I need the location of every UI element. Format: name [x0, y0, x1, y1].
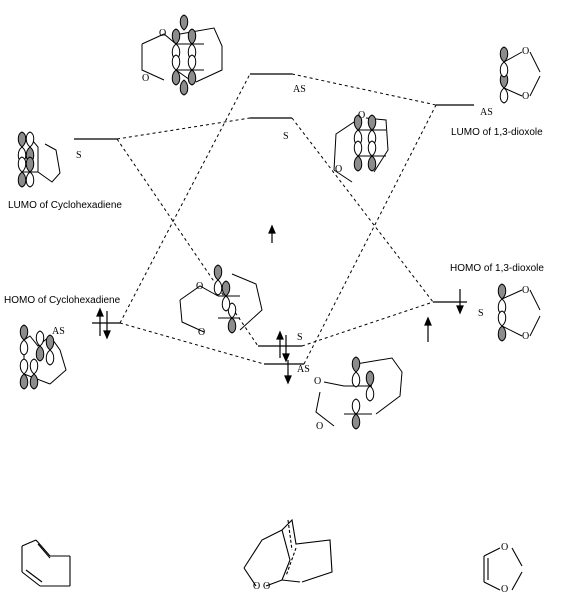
- correlation-line: [116, 138, 259, 347]
- symmetry-center-upper-as: AS: [293, 84, 306, 95]
- electron-up-arrow: [424, 316, 432, 342]
- cyclohexadiene-lumo-structure: [17, 131, 61, 188]
- symmetry-center-lower-as: AS: [297, 364, 310, 375]
- adduct-top-structure: [141, 14, 223, 96]
- label-lumo-cyclohexadiene: LUMO of Cyclohexadiene: [8, 200, 122, 211]
- oxygen-atom-label: O: [522, 285, 530, 296]
- label-homo-dioxole: HOMO of 1,3-dioxole: [450, 263, 544, 274]
- electron-arrows: [96, 224, 464, 385]
- energy-levels: [74, 73, 474, 365]
- symmetry-lumo-cyclohexadiene: S: [76, 150, 82, 161]
- symmetry-center-lower-s: S: [297, 332, 303, 343]
- correlation-line: [301, 301, 434, 347]
- oxygen-atom-label: O: [198, 327, 206, 338]
- symmetry-center-upper-s: S: [283, 131, 289, 142]
- symmetry-homo-cyclohexadiene: AS: [52, 326, 65, 337]
- correlation-line: [291, 73, 437, 106]
- oxygen-atom-label: O: [335, 164, 343, 175]
- cyclohexadiene-homo-structure: [19, 324, 67, 390]
- cycloadduct-skeletal: [243, 518, 333, 587]
- symmetry-lumo-dioxole: AS: [480, 107, 493, 118]
- electron-up-arrow: [96, 307, 104, 336]
- electron-up-arrow: [276, 330, 284, 358]
- electron-down-arrow: [456, 289, 464, 315]
- oxygen-atom-label: O: [501, 584, 509, 595]
- oxygen-atom-label: O: [142, 73, 150, 84]
- adduct-right-structure: [333, 114, 389, 183]
- oxygen-atom-label: O: [522, 91, 530, 102]
- adduct-middle-structure: [179, 264, 263, 334]
- electron-down-arrow: [284, 360, 292, 385]
- dioxole-skeletal: [483, 547, 523, 591]
- correlation-line: [119, 322, 265, 365]
- oxygen-atom-label: O: [253, 581, 261, 592]
- dioxole-homo-structure: [497, 283, 541, 342]
- label-lumo-dioxole: LUMO of 1,3-dioxole: [451, 127, 543, 138]
- oxygen-atom-label: O: [314, 376, 322, 387]
- correlation-lines: [116, 73, 437, 365]
- oxygen-atom-label: O: [522, 46, 530, 57]
- electron-up-arrow: [268, 224, 276, 243]
- correlation-line: [291, 117, 434, 303]
- label-homo-cyclohexadiene: HOMO of Cyclohexadiene: [4, 295, 121, 306]
- adduct-bottom-structure: [315, 356, 403, 430]
- correlation-line: [303, 104, 437, 365]
- oxygen-atom-label: O: [501, 542, 509, 553]
- correlation-line: [119, 73, 251, 324]
- oxygen-atom-label: O: [263, 581, 271, 592]
- symmetry-homo-dioxole: S: [478, 308, 484, 319]
- electron-down-arrow: [103, 311, 111, 340]
- oxygen-atom-label: O: [159, 28, 167, 39]
- correlation-line: [116, 117, 251, 140]
- oxygen-atom-label: O: [522, 331, 530, 342]
- electron-down-arrow: [282, 335, 290, 363]
- cyclohexadiene-skeletal: [21, 539, 71, 587]
- oxygen-atom-label: O: [196, 281, 204, 292]
- oxygen-atom-label: O: [358, 110, 366, 121]
- oxygen-atom-label: O: [316, 421, 324, 432]
- dioxole-lumo-structure: [499, 46, 541, 104]
